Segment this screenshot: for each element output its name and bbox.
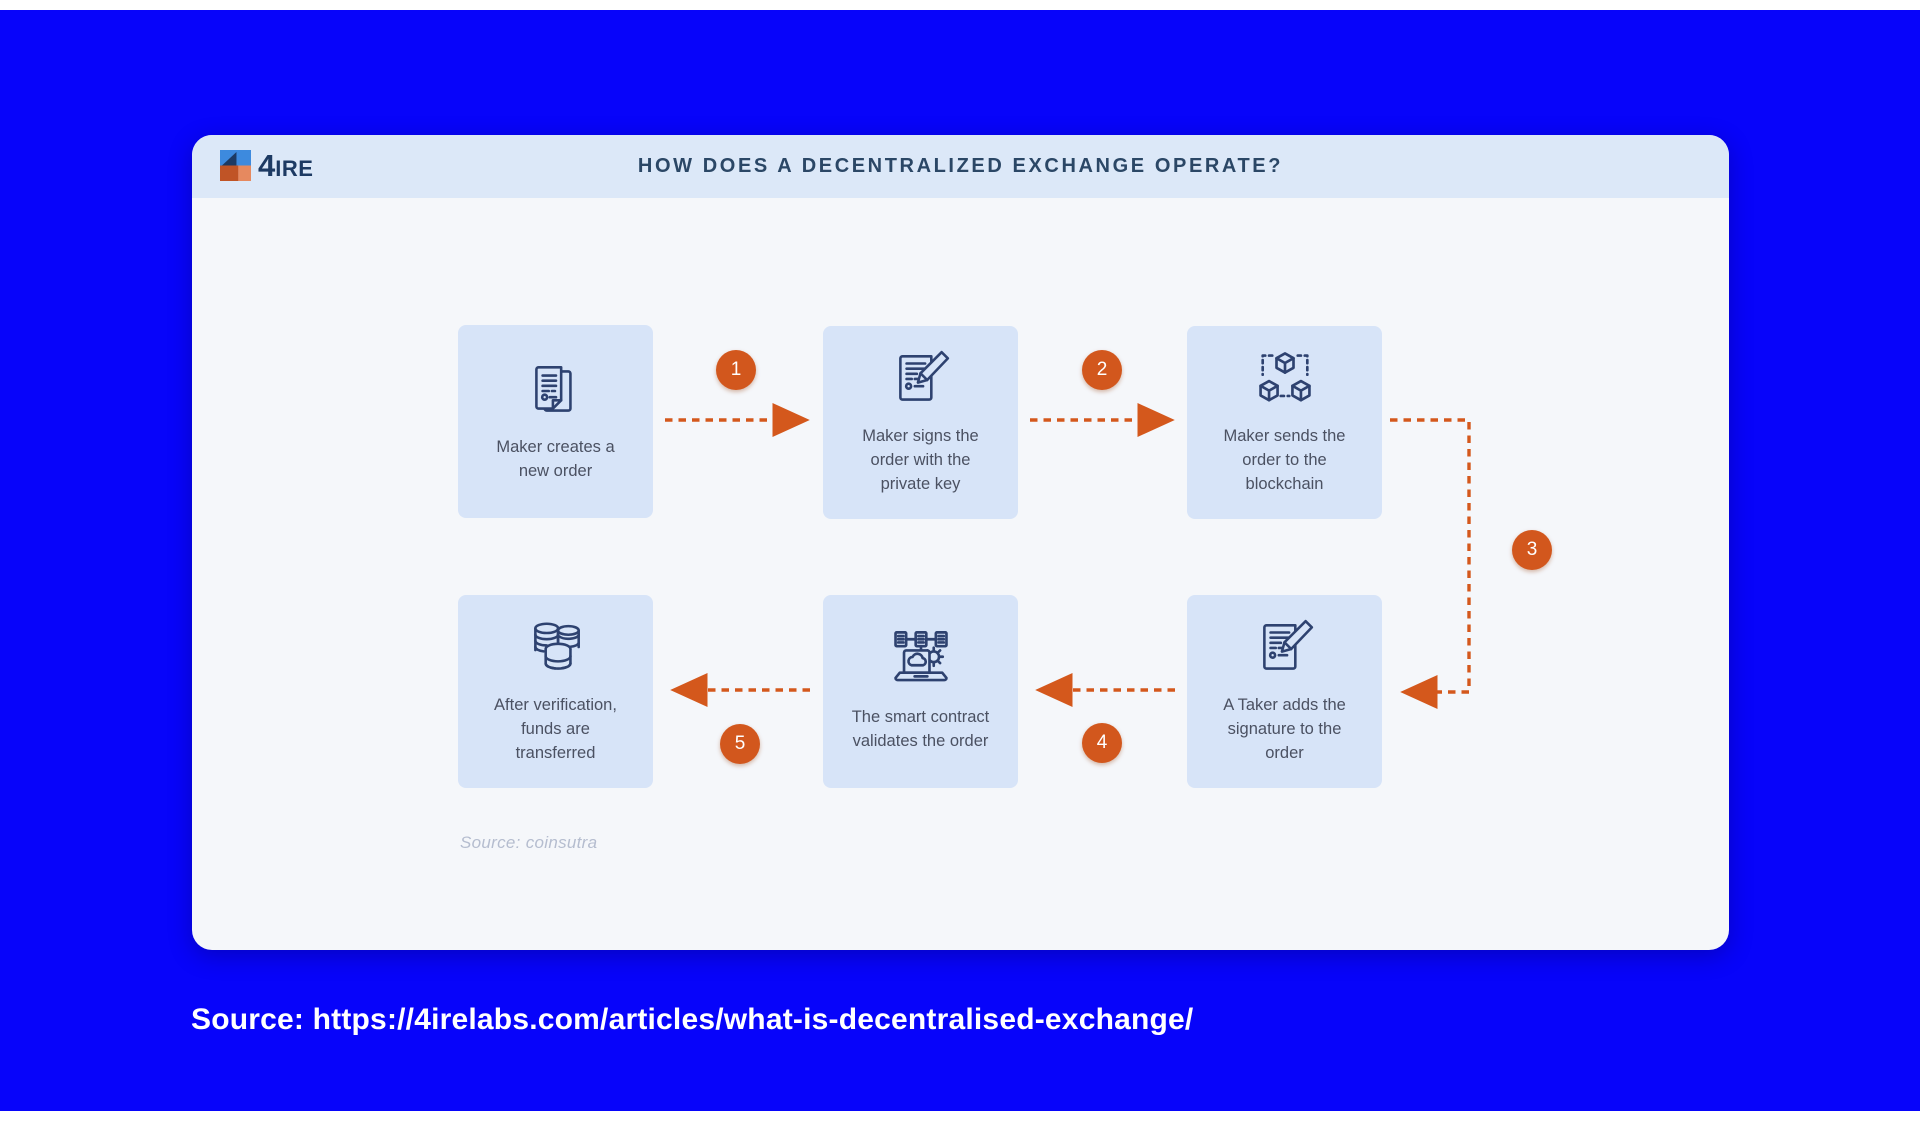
flow-box-maker-sends: Maker sends the order to the blockchain: [1187, 326, 1382, 519]
order-document-icon: [534, 365, 572, 412]
arrow-step-3: [1390, 418, 1471, 709]
flow-box-maker-creates: Maker creates a new order: [458, 325, 653, 518]
blockchain-cubes-icon: [1258, 352, 1311, 402]
logo-ire: IRE: [275, 156, 314, 181]
diagram-source-note: Source: coinsutra: [460, 833, 598, 852]
flow-box-label: The smart contract validates the order: [851, 708, 990, 750]
flow-box-smart-contract: The smart contract validates the order: [823, 595, 1018, 788]
flow-box-label: Maker sends the order to the blockchain: [1223, 427, 1346, 493]
flow-box-label: Maker creates a new order: [496, 438, 615, 480]
smart-contract-laptop-icon: [893, 631, 948, 682]
logo-wordmark: 4 IRE: [258, 150, 313, 181]
sign-document-icon: [1262, 619, 1313, 670]
step-badge-3: 3: [1512, 530, 1552, 570]
page-source-url: Source: https://4irelabs.com/articles/wh…: [191, 1003, 1194, 1036]
flow-box-taker-signature: A Taker adds the signature to the order: [1187, 595, 1382, 788]
flow-box-label: Maker signs the order with the private k…: [862, 427, 979, 493]
step-badge-1: 1: [716, 350, 756, 390]
flow-box-maker-signs: Maker signs the order with the private k…: [823, 326, 1018, 519]
4ire-logo-icon: [220, 150, 251, 181]
page-title: HOW DOES A DECENTRALIZED EXCHANGE OPERAT…: [637, 155, 1284, 177]
flow-box-funds-transferred: After verification, funds are transferre…: [458, 595, 653, 788]
step-badge-4: 4: [1082, 723, 1122, 763]
coin-stacks-icon: [533, 622, 580, 670]
step-badge-5: 5: [720, 724, 760, 764]
flow-box-label: A Taker adds the signature to the order: [1223, 696, 1346, 762]
sign-document-icon: [898, 350, 949, 401]
company-logo: 4 IRE: [220, 150, 313, 181]
flow-box-label: After verification, funds are transferre…: [494, 696, 617, 762]
flow-connectors: [665, 403, 1471, 709]
step-badge-2: 2: [1082, 350, 1122, 390]
infographic-card: 4 IRE HOW DOES A DECENTRALIZED EXCHANGE …: [192, 135, 1729, 950]
logo-4: 4: [258, 148, 276, 183]
header-band: [192, 135, 1729, 198]
